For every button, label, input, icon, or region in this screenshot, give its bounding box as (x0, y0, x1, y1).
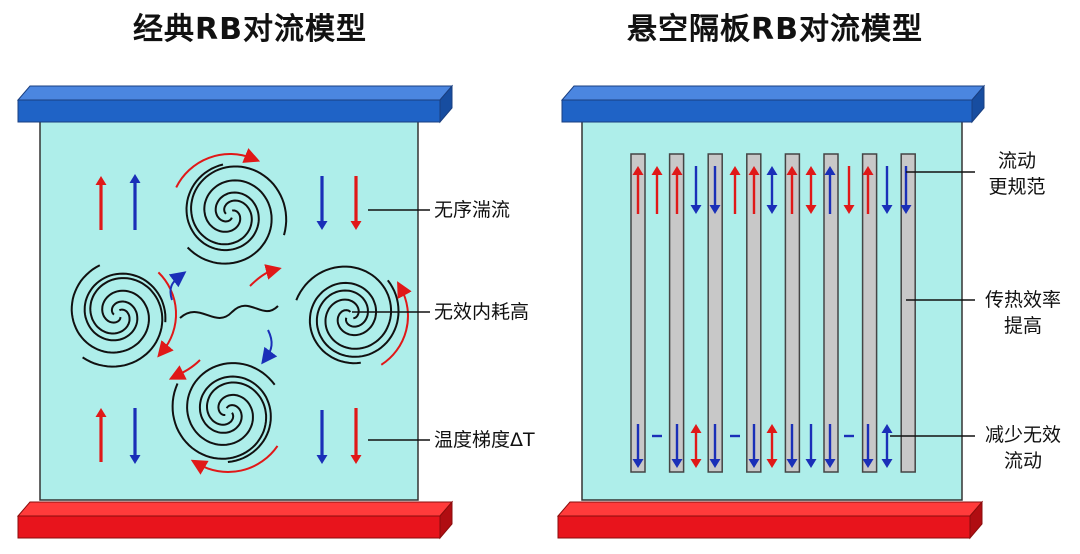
hot-flow-arrow (786, 166, 798, 214)
cold-flow-arrow (824, 166, 836, 214)
left-swirls (70, 148, 412, 475)
swirl-bottom (171, 362, 279, 475)
cold-flow-arrow (766, 166, 778, 214)
left-cold-plate (16, 84, 454, 124)
left-title: 经典RB对流模型 (133, 12, 367, 47)
cold-up-arrow (129, 174, 141, 230)
label-temperature-gradient: 温度梯度ΔT (434, 429, 535, 451)
left-fluid-region (39, 119, 419, 501)
label-heat-efficiency-line1: 传热效率 (984, 289, 1061, 311)
cold-flow-arrow (709, 166, 721, 214)
swirl-top (175, 148, 288, 265)
cold-down-arrow (316, 176, 328, 230)
cold-flow-arrow (824, 424, 836, 468)
hot-flow-arrow (843, 166, 855, 214)
classic-rb-model (16, 84, 454, 540)
label-heat-efficiency-line2: 提高 (1003, 315, 1042, 337)
cold-flow-arrow (881, 166, 893, 214)
label-flow-regulated-line1: 流动 (997, 150, 1036, 172)
hot-flow-arrow (729, 166, 741, 214)
label-disordered-turbulence: 无序湍流 (434, 199, 511, 221)
partition-plate (707, 153, 723, 473)
cold-flow-arrow (709, 424, 721, 468)
label-high-internal-loss: 无效内耗高 (434, 301, 530, 323)
hot-flow-arrow (651, 166, 663, 214)
right-arrows (632, 166, 912, 468)
cold-flow-arrow (671, 424, 683, 468)
partition-plate (746, 153, 762, 473)
hot-flow-arrow (690, 424, 702, 468)
partition-plate (900, 153, 916, 473)
cold-flow-arrow (862, 424, 874, 468)
center-swirl-strokes (168, 264, 282, 380)
hot-flow-arrow (805, 166, 817, 214)
right-hot-plate (556, 500, 984, 540)
hot-flow-arrow (862, 166, 874, 214)
cold-down-arrow (316, 410, 328, 464)
cold-flow-arrow (805, 424, 817, 468)
cold-flow-arrow (632, 424, 644, 468)
cold-flow-arrow (690, 166, 702, 214)
partition-plate (784, 153, 801, 473)
suspended-partition-rb-model (556, 84, 986, 540)
hot-down-arrow (350, 408, 362, 464)
right-title: 悬空隔板RB对流模型 (627, 12, 923, 47)
cold-down-arrow (129, 408, 141, 464)
swirl-left (70, 264, 177, 368)
left-arrows (95, 174, 362, 464)
label-reduce-invalid-flow-line2: 流动 (1003, 450, 1042, 472)
right-cold-plate (560, 84, 986, 124)
hot-up-arrow (95, 408, 107, 462)
hot-flow-arrow (766, 424, 778, 468)
swirl-right (295, 265, 412, 366)
hot-flow-arrow (671, 166, 683, 214)
cold-flow-arrow (881, 424, 893, 468)
label-flow-regulated-line2: 更规范 (988, 176, 1046, 198)
label-reduce-invalid-flow-line1: 减少无效 (984, 424, 1061, 446)
hot-up-arrow (95, 176, 107, 230)
partition-plates (630, 153, 916, 473)
label-reduce-invalid-flow: 减少无效 流动 (978, 422, 1068, 474)
label-flow-regulated: 流动 更规范 (972, 148, 1062, 200)
partition-plate (861, 153, 878, 473)
cold-flow-arrow (786, 424, 798, 468)
hot-flow-arrow (748, 166, 760, 214)
left-hot-plate (16, 500, 454, 540)
hot-down-arrow (350, 176, 362, 230)
partition-plate (630, 153, 646, 473)
cold-flow-arrow (748, 424, 760, 468)
partition-plate (668, 153, 685, 473)
hot-flow-arrow (632, 166, 644, 214)
label-heat-efficiency: 传热效率 提高 (978, 287, 1068, 339)
partition-plate (823, 153, 839, 473)
